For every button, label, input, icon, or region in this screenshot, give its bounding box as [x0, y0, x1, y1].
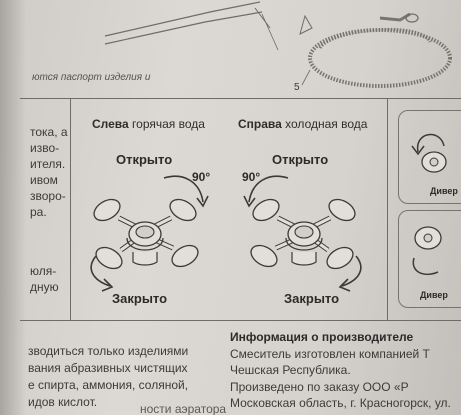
bottom-left-line-4: идов кислот.	[28, 395, 98, 409]
arrow-head-icon	[338, 278, 351, 292]
hot-handle-diagram	[90, 175, 209, 292]
manufacturer-line-1: Смеситель изготовлен компанией Т	[230, 347, 430, 361]
diverter-box-2	[398, 210, 461, 308]
bottom-left-line-1: зводиться только изделиями	[28, 344, 189, 358]
cold-handle-diagram	[243, 175, 362, 292]
cold-water-heading: Справа холодная вода	[238, 117, 367, 131]
section-divider-top	[20, 98, 461, 99]
arrow-head-icon	[196, 195, 209, 208]
faucet-hose-illustration	[104, 1, 452, 88]
left-line-4: ивом	[30, 173, 58, 187]
left-line-3: ителя.	[30, 157, 66, 171]
side-left-label: Слева	[92, 117, 129, 131]
cold-water-label: холодная вода	[285, 117, 368, 131]
cross-handle-icon	[93, 198, 199, 270]
cold-angle-label: 90°	[242, 170, 261, 184]
left-line-1: тока, а	[30, 125, 68, 139]
manufacturer-title: Информация о производителе	[230, 330, 414, 344]
hot-open-label: Открыто	[116, 152, 173, 167]
left-line-7: юля-	[30, 264, 57, 278]
left-line-6: ра.	[30, 205, 47, 219]
left-line-5: зворо-	[30, 189, 66, 203]
left-line-2: изво-	[30, 141, 60, 155]
column-divider-right	[387, 98, 388, 320]
diverter-label-2: Дивер	[420, 290, 448, 300]
cross-handle-icon	[250, 198, 356, 270]
column-divider-left	[70, 98, 71, 320]
bottom-left-line-3: е спирта, аммония, соляной,	[28, 378, 189, 392]
arrow-head-icon	[243, 195, 256, 208]
manufacturer-line-3: Произведено по заказу ООО «Р	[230, 380, 409, 394]
page-shadow	[0, 0, 26, 415]
diverter-label-1: Дивер	[430, 186, 458, 196]
part-number: 5	[294, 82, 300, 93]
cold-closed-label: Закрыто	[284, 291, 340, 306]
section-divider-bottom	[20, 320, 461, 321]
manufacturer-line-2: Чешская Республика.	[230, 363, 351, 377]
side-right-label: Справа	[238, 117, 282, 131]
arrow-head-icon	[101, 278, 114, 292]
manufacturer-line-4: Московская область, г. Красногорск, ул.	[230, 396, 451, 410]
hot-water-label: горячая вода	[132, 117, 205, 131]
diverter-icon	[411, 133, 447, 276]
hot-closed-label: Закрыто	[112, 291, 168, 306]
cold-open-label: Открыто	[272, 152, 329, 167]
bottom-left-line-5: ности аэратора	[140, 402, 227, 415]
hot-water-heading: Слева горячая вода	[92, 117, 205, 131]
top-caption: ются паспорт изделия и	[32, 72, 151, 83]
left-line-8: дную	[30, 280, 59, 294]
hot-angle-label: 90°	[192, 170, 211, 184]
bottom-left-line-2: вания абразивных чистящих	[28, 361, 188, 375]
